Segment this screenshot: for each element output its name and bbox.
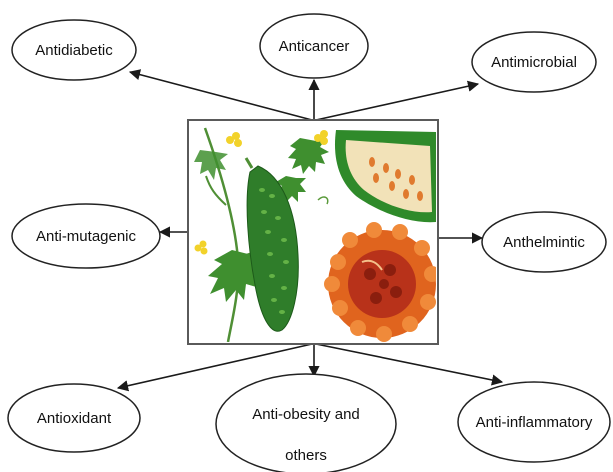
node-label-antioxidant: Antioxidant [37, 410, 112, 427]
node-label-anti-mutagenic: Anti-mutagenic [36, 228, 137, 245]
node-label-anthelmintic: Anthelmintic [503, 234, 585, 251]
node-label-anti-obesity-line2: others [285, 447, 327, 464]
node-label-antidiabetic: Antidiabetic [35, 42, 113, 59]
center-image [188, 120, 440, 344]
node-label-antimicrobial: Antimicrobial [491, 54, 577, 71]
node-anti-inflammatory: Anti-inflammatory [458, 382, 610, 462]
node-antioxidant: Antioxidant [8, 384, 140, 452]
node-anti-mutagenic: Anti-mutagenic [12, 204, 160, 268]
arrow-to-antidiabetic [130, 72, 312, 120]
node-label-anticancer: Anticancer [279, 38, 350, 55]
node-label-anti-obesity-line1: Anti-obesity and [252, 406, 360, 423]
node-anthelmintic: Anthelmintic [482, 212, 606, 272]
node-label-anti-inflammatory: Anti-inflammatory [476, 414, 593, 431]
node-anti-obesity: Anti-obesity and others [216, 374, 396, 472]
node-anticancer: Anticancer [260, 14, 368, 78]
node-antimicrobial: Antimicrobial [472, 32, 596, 92]
arrow-to-antimicrobial [316, 84, 478, 120]
node-antidiabetic: Antidiabetic [12, 20, 136, 80]
arrow-to-anti-inflammatory [316, 344, 502, 382]
